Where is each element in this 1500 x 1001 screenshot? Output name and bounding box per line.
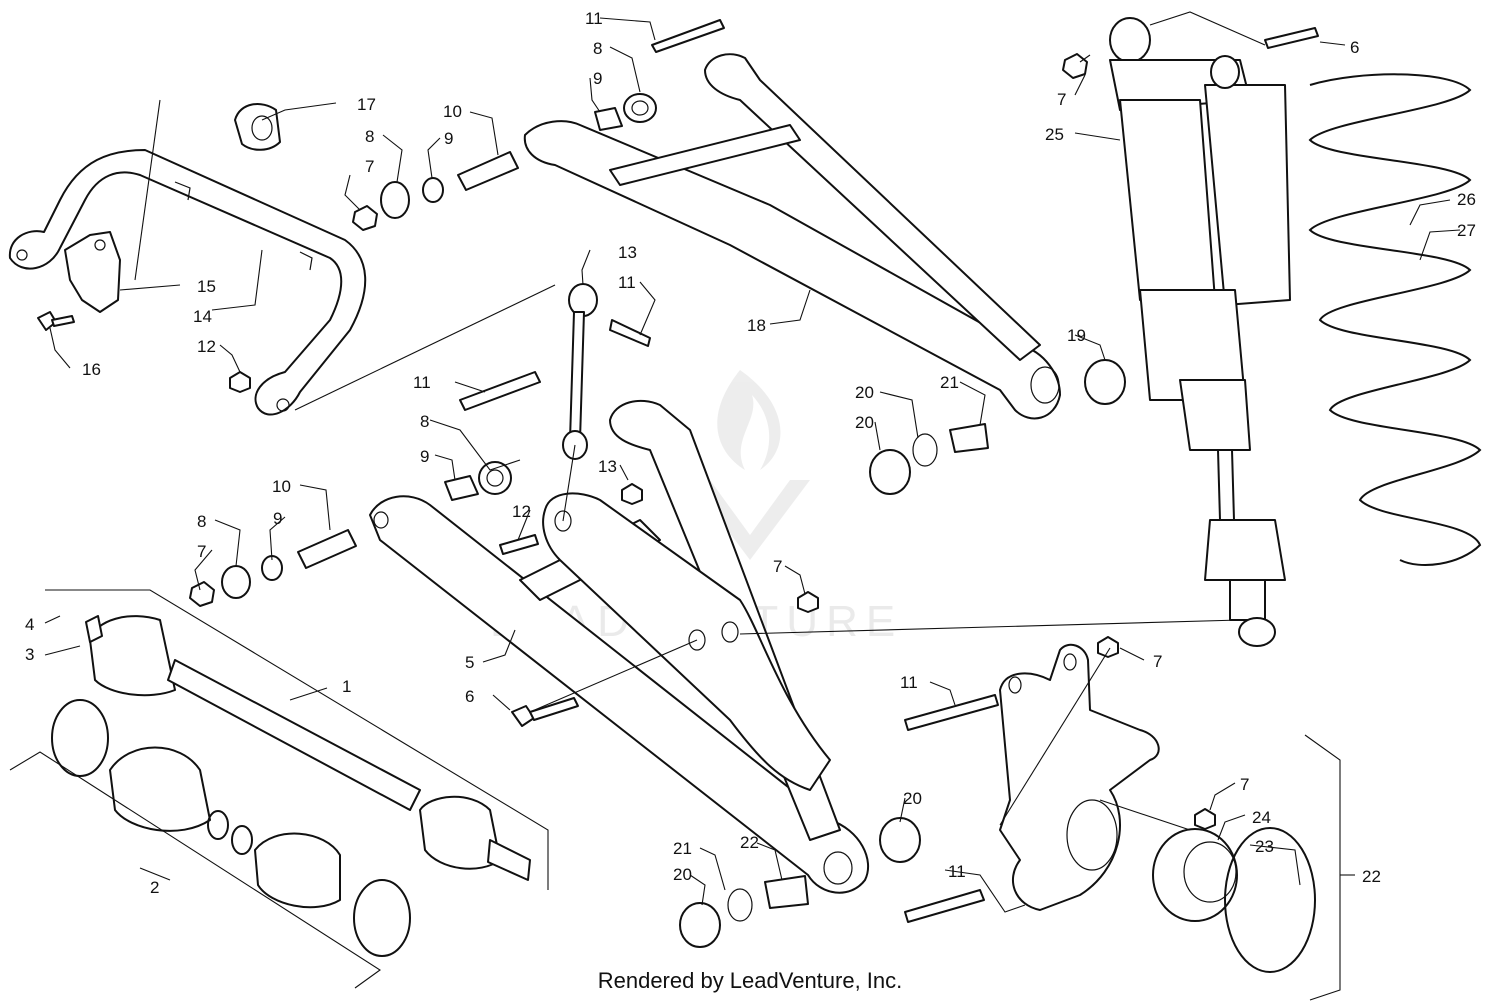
callout-7b: 7 — [365, 157, 374, 176]
callout-9c: 9 — [420, 447, 429, 466]
callout-10a: 10 — [443, 102, 462, 121]
callout-15: 14 — [193, 307, 212, 326]
drive-axle — [85, 615, 531, 881]
hub-bearing — [1152, 828, 1238, 922]
callout-9b: 9 — [444, 129, 453, 148]
stabilizer-bushing — [234, 103, 281, 151]
callout-21a: 20 — [855, 383, 874, 402]
callout-22a: 21 — [940, 373, 959, 392]
callout-10b: 10 — [272, 477, 291, 496]
callout-7a: 7 — [1057, 90, 1066, 109]
callout-8a: 8 — [593, 39, 602, 58]
leader-lines — [9, 11, 1461, 1001]
callout-16: 15 — [197, 277, 216, 296]
callout-12a: 11 — [618, 273, 636, 292]
upper-pivot-bushing — [594, 19, 725, 131]
stabilizer-link — [562, 283, 651, 460]
callout-11b: 11 — [413, 373, 431, 392]
lower-rocker-plate — [542, 492, 831, 791]
render-credit: Rendered by LeadVenture, Inc. — [597, 968, 903, 993]
callout-18: 17 — [357, 95, 376, 114]
callout-20d: 20 — [673, 865, 692, 884]
callout-7d: 7 — [773, 557, 782, 576]
callout-6b: 6 — [1350, 38, 1359, 57]
callout-14: 13 — [618, 243, 637, 262]
callout-labels: 1 2 3 4 5 6 6 7 7 7 7 7 7 8 8 8 8 9 9 9 … — [25, 9, 1476, 897]
callout-25: 24 — [1252, 808, 1271, 827]
ball-joint-hardware-upper — [869, 359, 1126, 495]
callout-9d: 9 — [273, 509, 282, 528]
callout-20b: 20 — [855, 413, 874, 432]
callout-11c: 11 — [900, 673, 918, 692]
callout-7f: 7 — [1240, 775, 1249, 794]
callout-9a: 9 — [593, 69, 602, 88]
callout-3: 3 — [25, 645, 34, 664]
callout-1: 1 — [342, 677, 351, 696]
callout-13a: 12 — [197, 337, 216, 356]
shock-spring — [1308, 73, 1482, 566]
callout-20a: 19 — [1067, 326, 1086, 345]
callout-7c: 7 — [197, 542, 206, 561]
callout-11d: 11 — [948, 862, 966, 881]
callout-17: 16 — [82, 360, 101, 379]
callout-4: 4 — [25, 615, 34, 634]
callout-26: 25 — [1045, 125, 1064, 144]
ball-joint-hardware-lower — [679, 817, 921, 948]
callout-27: 26 — [1457, 190, 1476, 209]
callout-2: 2 — [150, 878, 159, 897]
stabilizer-bar — [8, 149, 367, 416]
callout-8d: 8 — [197, 512, 206, 531]
lower-front-hardware — [189, 529, 357, 607]
callout-8c: 8 — [420, 412, 429, 431]
callout-22b: 22 — [740, 833, 759, 852]
callout-12b: 12 — [512, 502, 531, 521]
bracket-bolt — [37, 311, 75, 331]
lower-arm-bolt — [511, 591, 819, 727]
link-nut — [229, 371, 251, 393]
callout-28: 27 — [1457, 221, 1476, 240]
upper-front-hardware — [352, 151, 519, 231]
callout-24: 23 — [1255, 837, 1274, 856]
callout-6a: 6 — [465, 687, 474, 706]
lower-rear-hardware — [444, 371, 643, 555]
steering-knuckle — [904, 636, 1216, 923]
cv-boot-kit — [51, 699, 411, 957]
shock-absorber — [1062, 17, 1319, 647]
callout-7e: 7 — [1153, 652, 1162, 671]
callout-11a: 11 — [585, 9, 603, 28]
callout-13b: 13 — [598, 457, 617, 476]
callout-23: 22 — [1362, 867, 1381, 886]
callout-20c: 20 — [903, 789, 922, 808]
callout-8b: 8 — [365, 127, 374, 146]
retaining-ring — [1224, 827, 1316, 973]
callout-21b: 21 — [673, 839, 692, 858]
stabilizer-bracket — [64, 231, 121, 313]
callout-19: 18 — [747, 316, 766, 335]
upper-a-arm — [523, 53, 1061, 420]
callout-5: 5 — [465, 653, 474, 672]
